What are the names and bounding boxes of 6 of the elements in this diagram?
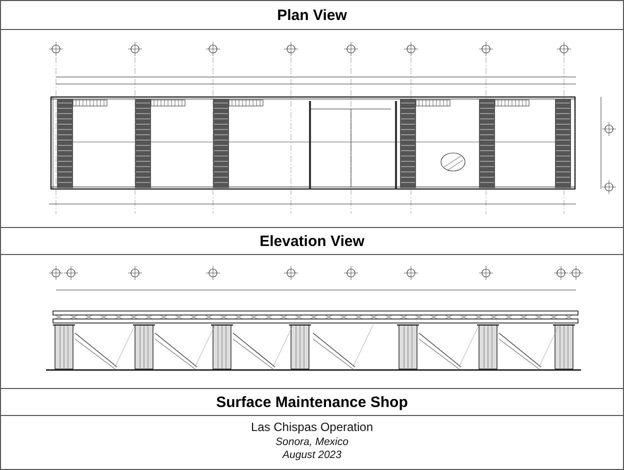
section-heading: Surface Maintenance Shop [216,394,408,410]
project-detail: Sonora, Mexico [276,436,348,450]
section-heading: Elevation View [260,232,364,250]
project-detail: August 2023 [282,449,342,463]
section-heading: Plan View [277,6,347,24]
project-name: Las Chispas Operation [250,420,374,436]
